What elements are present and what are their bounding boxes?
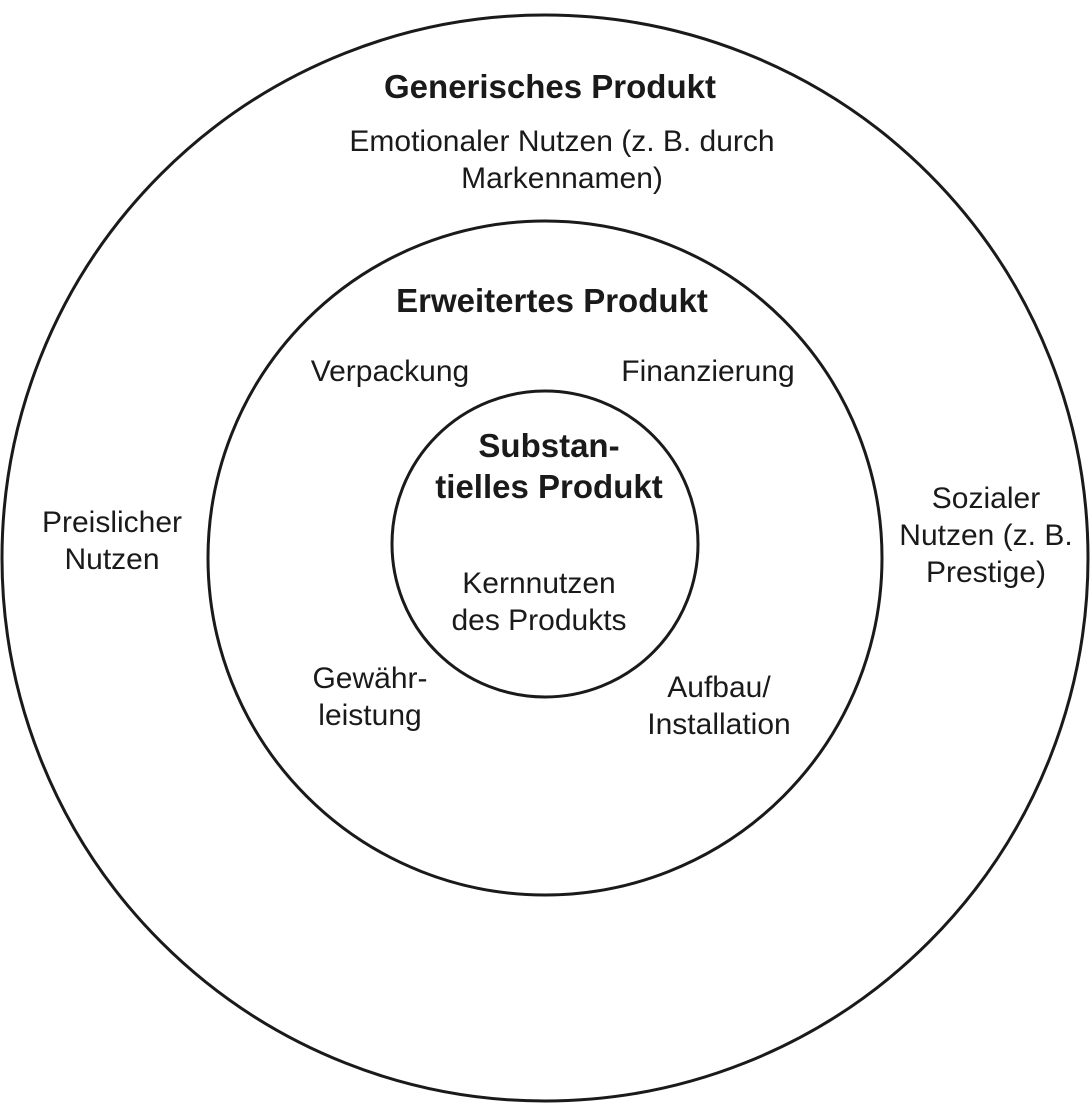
inner-ring bbox=[390, 389, 700, 699]
middle-ring-title: Erweitertes Produkt bbox=[396, 282, 708, 319]
middle-ring bbox=[206, 219, 884, 897]
price-benefit-label: Preislicher Nutzen bbox=[41, 506, 183, 576]
social-benefit-label: Sozialer Nutzen (z. B. Prestige) bbox=[899, 482, 1073, 589]
outer-ring-title: Generisches Produkt bbox=[384, 68, 716, 105]
outer-ring bbox=[0, 13, 1090, 1103]
core-benefit-label: Kernnutzen des Produkts bbox=[451, 567, 627, 637]
inner-ring-title: Substan- tielles Produkt bbox=[435, 427, 663, 505]
emotional-benefit-label: Emotionaler Nutzen (z. B. durch Markenna… bbox=[349, 125, 775, 195]
warranty-label: Gewähr- leistung bbox=[312, 662, 428, 732]
installation-label: Aufbau/ Installation bbox=[647, 671, 791, 741]
packaging-label: Verpackung bbox=[310, 355, 470, 388]
financing-label: Finanzierung bbox=[621, 355, 795, 388]
